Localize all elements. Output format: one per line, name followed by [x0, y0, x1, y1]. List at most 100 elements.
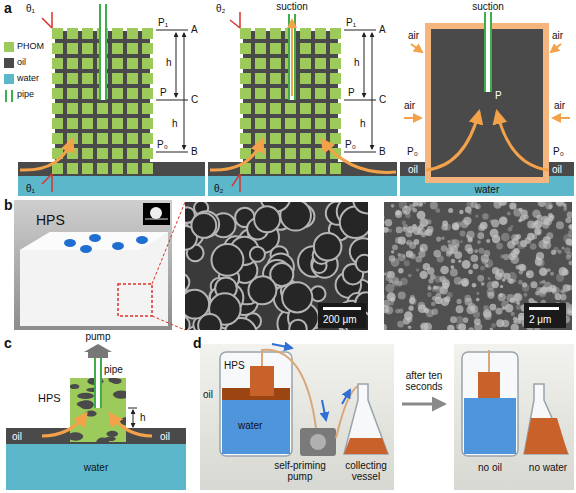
surface-grain [398, 254, 406, 262]
pump-label: pump [85, 331, 110, 342]
surface-grain [472, 283, 477, 288]
phom-cell [330, 133, 341, 144]
oil-label: oil [552, 164, 562, 175]
surface-grain [492, 267, 499, 274]
surface-grain [551, 286, 559, 294]
surface-grain [488, 277, 491, 280]
surface-grain [458, 260, 461, 263]
contact-angle-mark [42, 12, 52, 28]
surface-grain [418, 302, 426, 310]
surface-grain [465, 244, 473, 252]
tube [262, 350, 316, 428]
pressure-label: P [348, 87, 355, 98]
surface-grain [387, 292, 396, 301]
surface-grain [442, 220, 448, 226]
phom-cell [315, 103, 326, 114]
surface-grain [460, 220, 469, 229]
phom-cell [127, 103, 138, 114]
height-label: h [140, 412, 146, 423]
phom-cell [315, 118, 326, 129]
flow-arrow [342, 390, 350, 404]
surface-grain [468, 270, 473, 275]
surface-grain [550, 272, 554, 276]
surface-grain [436, 237, 441, 242]
phom-cell [300, 103, 311, 114]
surface-grain [510, 225, 513, 228]
water-droplet [112, 242, 124, 250]
surface-grain [543, 236, 551, 244]
surface-grain [509, 202, 516, 209]
phom-cell [82, 58, 93, 69]
level-line [156, 100, 188, 101]
surface-grain [511, 312, 515, 316]
phom-cell [97, 133, 108, 144]
surface-grain [390, 301, 394, 305]
phom-cell [142, 28, 153, 39]
phom-cell [300, 58, 311, 69]
point-label: A [191, 24, 198, 35]
surface-grain [409, 252, 415, 258]
surface-grain [384, 220, 385, 223]
phom-cell [240, 43, 251, 54]
water-layer [6, 444, 186, 490]
surface-grain [431, 302, 436, 307]
surface-grain [496, 308, 503, 315]
surface-grain [468, 327, 474, 330]
surface-grain [559, 267, 568, 276]
foam-pore [282, 282, 312, 312]
pressure-label: P₁ [158, 17, 168, 28]
surface-grain [511, 324, 519, 330]
blue-water [222, 400, 290, 454]
surface-grain [526, 270, 534, 278]
surface-grain [536, 259, 544, 267]
phom-cell [315, 88, 326, 99]
phom-cell [127, 58, 138, 69]
surface-grain [566, 255, 571, 260]
phom-cell [285, 148, 296, 159]
water-droplet [64, 239, 76, 247]
sem-image [384, 202, 572, 330]
surface-grain [520, 215, 526, 221]
point-label: C [379, 94, 386, 105]
air-arrow [551, 44, 561, 52]
height-label: h [172, 118, 178, 129]
phom-cell [142, 88, 153, 99]
height-label: h [360, 118, 366, 129]
oil-flow-arrow [42, 414, 86, 436]
surface-grain [558, 250, 562, 254]
phom-cell [52, 103, 63, 114]
surface-grain [482, 258, 488, 264]
surface-grain [510, 297, 516, 303]
result-label: no oil [478, 462, 502, 473]
surface-grain [545, 202, 553, 210]
angle-label: θ₁ [26, 183, 35, 194]
surface-grain [568, 224, 572, 229]
pressure-label: P₀ [407, 146, 418, 157]
suction-label: suction [276, 1, 308, 12]
surface-grain [420, 271, 428, 279]
pipe-wall [294, 14, 296, 100]
zoom-line [152, 316, 185, 330]
oil-flow-arrow [497, 112, 549, 170]
phom-cell [285, 163, 296, 174]
pump-symbol [84, 344, 112, 358]
surface-grain [428, 286, 432, 290]
phom-cell [67, 118, 78, 129]
surface-grain [450, 269, 458, 277]
phom-cell [112, 73, 123, 84]
surface-grain [456, 299, 461, 304]
air-arrow [411, 44, 422, 52]
tube [488, 350, 490, 372]
phom-cell [255, 58, 266, 69]
photo-background [200, 344, 394, 490]
contact-angle-mark [232, 174, 240, 192]
phom-cell [255, 163, 266, 174]
surface-grain [432, 296, 437, 301]
surface-grain [384, 300, 390, 308]
surface-grain [407, 226, 414, 233]
phom-cell [112, 103, 123, 114]
level-line [344, 30, 376, 31]
surface-grain [498, 293, 506, 301]
phom-cell [330, 118, 341, 129]
pipe-wall [11, 90, 13, 102]
